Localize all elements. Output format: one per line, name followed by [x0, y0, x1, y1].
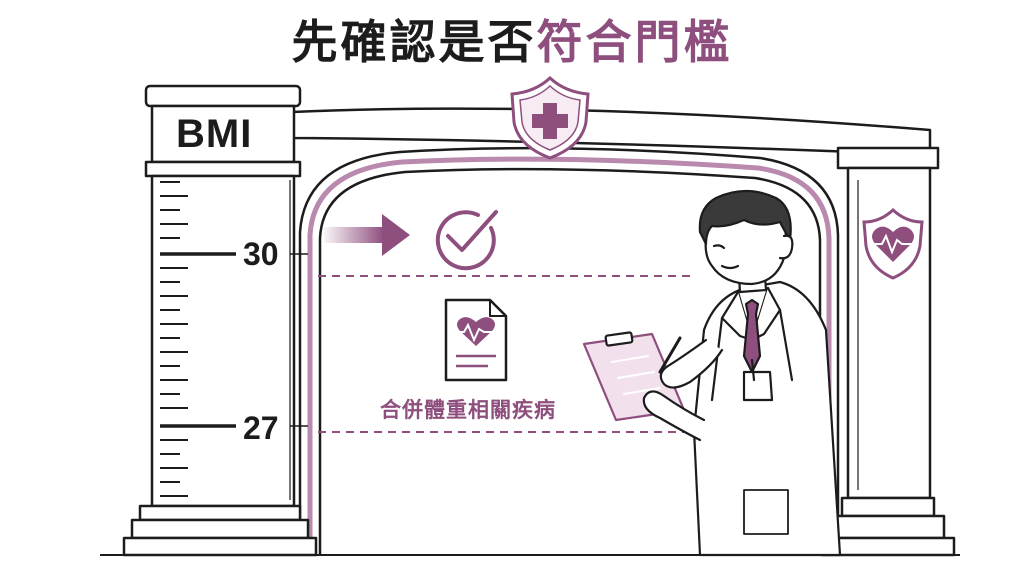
pen	[658, 336, 682, 374]
check-circle-icon	[435, 210, 498, 271]
doctor-hair	[698, 189, 792, 246]
arrow-right-icon	[324, 214, 410, 256]
arch-top-beam	[290, 107, 932, 157]
title-main: 先確認是否	[291, 15, 537, 69]
heart-document-icon	[444, 298, 508, 382]
shield-heart-icon	[862, 207, 924, 280]
shield-cross-icon	[510, 75, 590, 160]
tie	[742, 298, 762, 374]
page-title: 先確認是否符合門檻	[0, 6, 1024, 72]
arch-inner-edge	[318, 167, 822, 555]
doctor-figure	[582, 189, 842, 557]
right-pillar	[820, 146, 956, 557]
arch-accent-band	[307, 156, 832, 555]
title-accent: 符合門檻	[536, 15, 733, 69]
bmi-ruler-pillar	[122, 84, 318, 557]
bmi-label: BMI	[176, 112, 253, 156]
comorbidity-label: 合併體重相關疾病	[380, 398, 556, 422]
bmi-mark-27: 27	[243, 410, 279, 446]
ruler-ticks	[160, 181, 188, 497]
bmi-mark-30: 30	[243, 236, 279, 272]
